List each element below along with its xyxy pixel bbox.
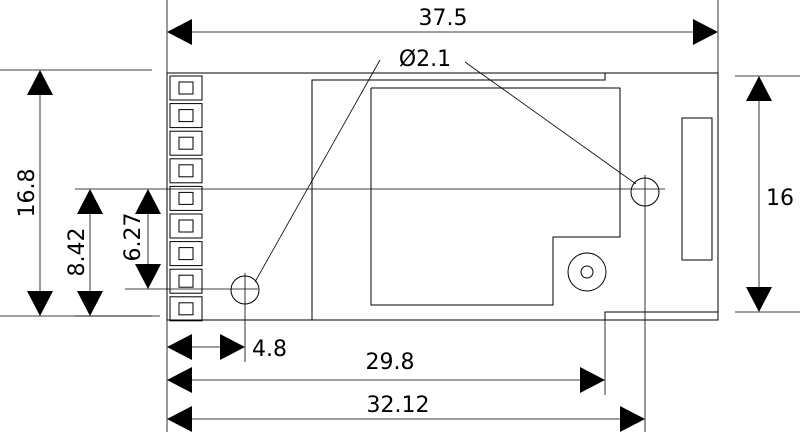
dim-board-width-left: 16.8 [0, 69, 152, 317]
dim-board-width-right-label: 16 [766, 186, 794, 211]
dim-hole-offset-x-label: 4.8 [252, 337, 287, 362]
pcb-outline [166, 72, 719, 321]
header-pin-pad [178, 191, 194, 205]
header-pin-pad [178, 136, 194, 150]
dim-module-length: 29.8 [167, 350, 605, 393]
header-pin-pad [178, 247, 194, 261]
header-pin [169, 130, 203, 156]
antenna-connector [567, 252, 607, 292]
dim-module-length-label: 29.8 [366, 350, 415, 375]
dim-hole-offset-x: 4.8 [167, 334, 287, 362]
header-pin-pad [178, 219, 194, 233]
header-pin [169, 296, 203, 322]
side-slot [681, 117, 713, 261]
dim-board-width-right: 16 [735, 75, 800, 313]
dim-second-hole-offset-x-label: 32.12 [367, 393, 430, 418]
header-pin [169, 268, 203, 294]
rf-shield [370, 87, 621, 306]
dim-overall-length-label: 37.5 [419, 6, 468, 31]
dim-pin-offset-y-label: 6.27 [121, 213, 146, 262]
dim-hole-offset-y: 8.42 [65, 189, 160, 317]
diameter-leader-left [254, 59, 381, 283]
dim-overall-length: 37.5 [166, 0, 719, 73]
header-pin-pad [178, 164, 194, 178]
header-pin [169, 241, 203, 267]
dim-hole-diameter: Ø2.1 [399, 47, 451, 72]
header-pin-pad [178, 81, 194, 95]
dim-hole-offset-y-label: 8.42 [65, 228, 90, 277]
header-pin [169, 103, 203, 129]
header-pin-pad [178, 274, 194, 288]
header-pin-row [169, 75, 203, 322]
header-pin [169, 185, 203, 211]
header-pin-pad [178, 302, 194, 316]
header-pin [169, 158, 203, 184]
header-pin-pad [178, 109, 194, 123]
dim-second-hole-offset-x: 32.12 [167, 393, 645, 432]
dim-pin-offset-y: 6.27 [121, 189, 161, 289]
dim-board-width-left-label: 16.8 [15, 169, 40, 218]
header-pin [169, 213, 203, 239]
header-pin [169, 75, 203, 101]
diameter-leader-right [464, 61, 637, 185]
